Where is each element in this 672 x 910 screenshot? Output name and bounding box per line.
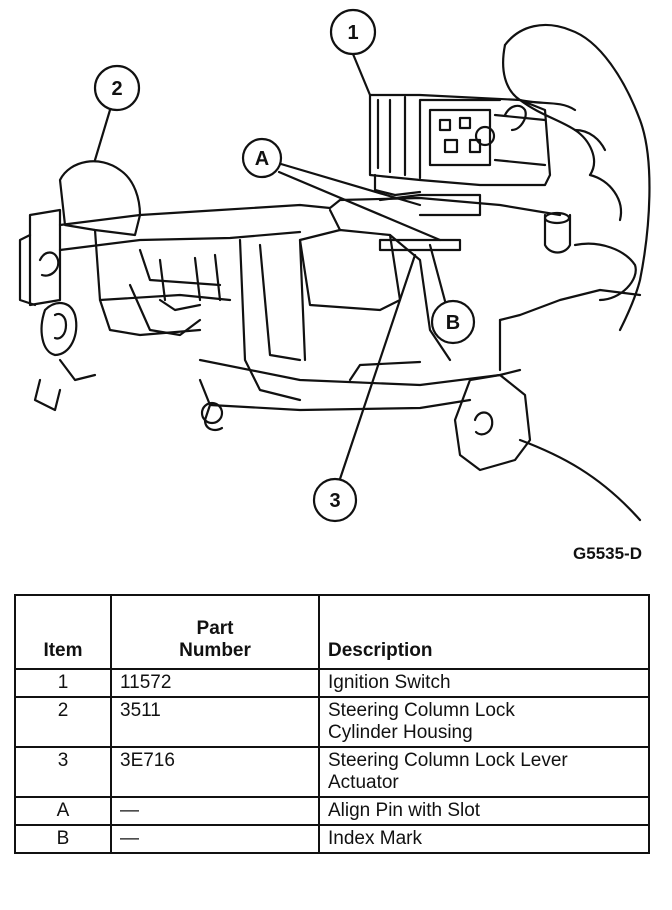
cell-item: A xyxy=(14,796,112,826)
header-item: Item xyxy=(14,594,112,670)
table-row: B— Index Mark xyxy=(14,824,650,854)
description-line: Align Pin with Slot xyxy=(328,800,481,821)
steering-column-body-drawing xyxy=(58,193,642,522)
callout-circles xyxy=(93,8,476,523)
cell-part-number: 11572 xyxy=(110,668,320,698)
header-description: Description xyxy=(318,594,650,670)
description-line: Steering Column Lock Lever xyxy=(328,750,568,771)
callout-3: 3 xyxy=(329,490,340,512)
cell-item: 2 xyxy=(14,696,112,748)
description-line: Index Mark xyxy=(328,828,422,849)
header-part-number: Part Number xyxy=(110,594,320,670)
description-line: Steering Column Lock xyxy=(328,700,515,721)
callout-a: A xyxy=(255,148,269,170)
hand-drawing xyxy=(502,23,651,332)
ignition-switch-drawing xyxy=(368,93,552,197)
table-header-row: Item Part Number Description xyxy=(14,594,650,670)
cell-description: Ignition Switch xyxy=(318,668,650,698)
cell-description: Align Pin with Slot xyxy=(318,796,650,826)
figure-id: G5535-D xyxy=(573,544,642,563)
cell-part-number: 3511 xyxy=(110,696,320,748)
description-line: Actuator xyxy=(328,772,399,793)
cell-item: B xyxy=(14,824,112,854)
callout-2: 2 xyxy=(111,78,122,100)
callout-b: B xyxy=(446,312,460,334)
steering-column-illustration: 1 2 3 A B xyxy=(18,8,651,523)
callout-1: 1 xyxy=(347,22,358,44)
cell-part-number: — xyxy=(110,796,320,826)
description-line: Cylinder Housing xyxy=(328,722,473,743)
cell-item: 3 xyxy=(14,746,112,798)
table-row: A— Align Pin with Slot xyxy=(14,796,650,826)
cell-part-number: — xyxy=(110,824,320,854)
cell-part-number: 3E716 xyxy=(110,746,320,798)
cell-item: 1 xyxy=(14,668,112,698)
lock-cylinder-housing-drawing xyxy=(18,160,142,412)
cell-description: Index Mark xyxy=(318,824,650,854)
description-line: Ignition Switch xyxy=(328,672,451,693)
